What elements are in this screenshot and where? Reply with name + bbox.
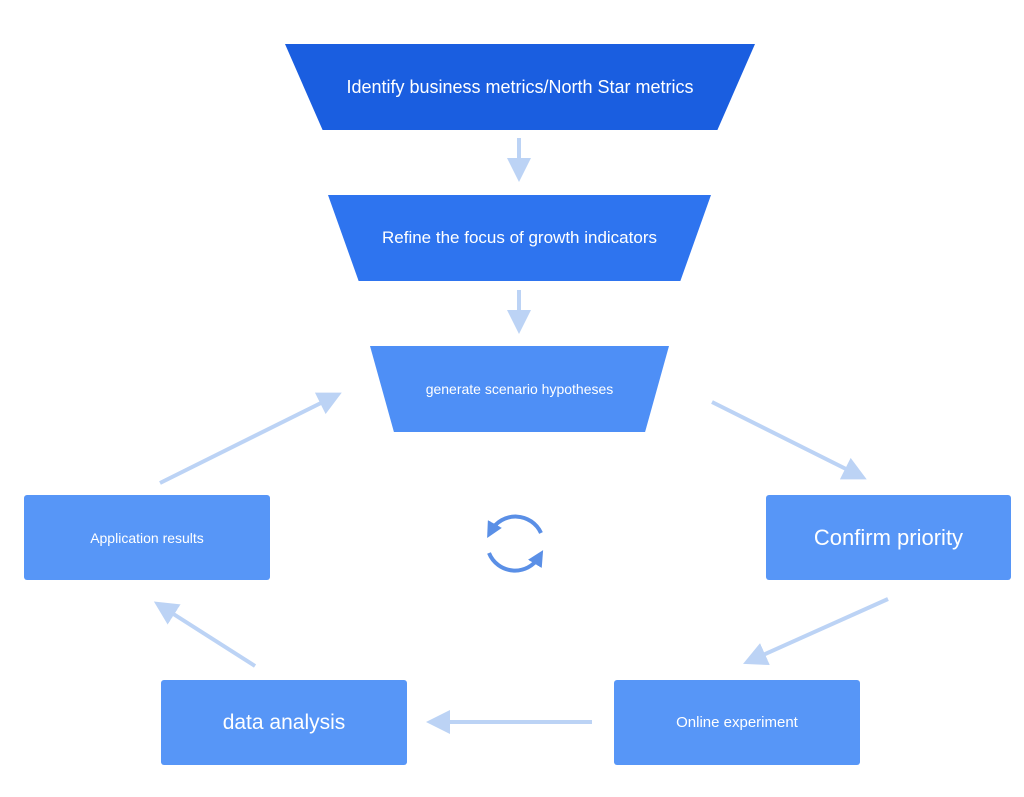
step-application-results: Application results xyxy=(24,495,270,580)
step-refine-focus: Refine the focus of growth indicators xyxy=(328,195,711,281)
step-generate-label: generate scenario hypotheses xyxy=(425,381,614,397)
arrow-data-to-application xyxy=(153,601,257,668)
step-refine-label: Refine the focus of growth indicators xyxy=(382,228,657,247)
step-data-analysis: data analysis xyxy=(161,680,407,765)
step-online-experiment: Online experiment xyxy=(614,680,860,765)
step-identify-metrics: Identify business metrics/North Star met… xyxy=(285,44,755,130)
step-data-label: data analysis xyxy=(222,710,346,734)
arrow-application-to-generate xyxy=(159,392,342,485)
step-generate-hypotheses: generate scenario hypotheses xyxy=(370,346,669,432)
arrow-confirm-to-online xyxy=(743,597,889,666)
step-application-label: Application results xyxy=(90,529,204,546)
arrow-generate-to-confirm xyxy=(711,400,867,480)
step-confirm-priority: Confirm priority xyxy=(766,495,1011,580)
step-confirm-label: Confirm priority xyxy=(813,524,964,550)
refresh-cycle-icon xyxy=(487,514,544,573)
step-identify-label: Identify business metrics/North Star met… xyxy=(346,76,694,97)
step-online-label: Online experiment xyxy=(676,714,798,731)
